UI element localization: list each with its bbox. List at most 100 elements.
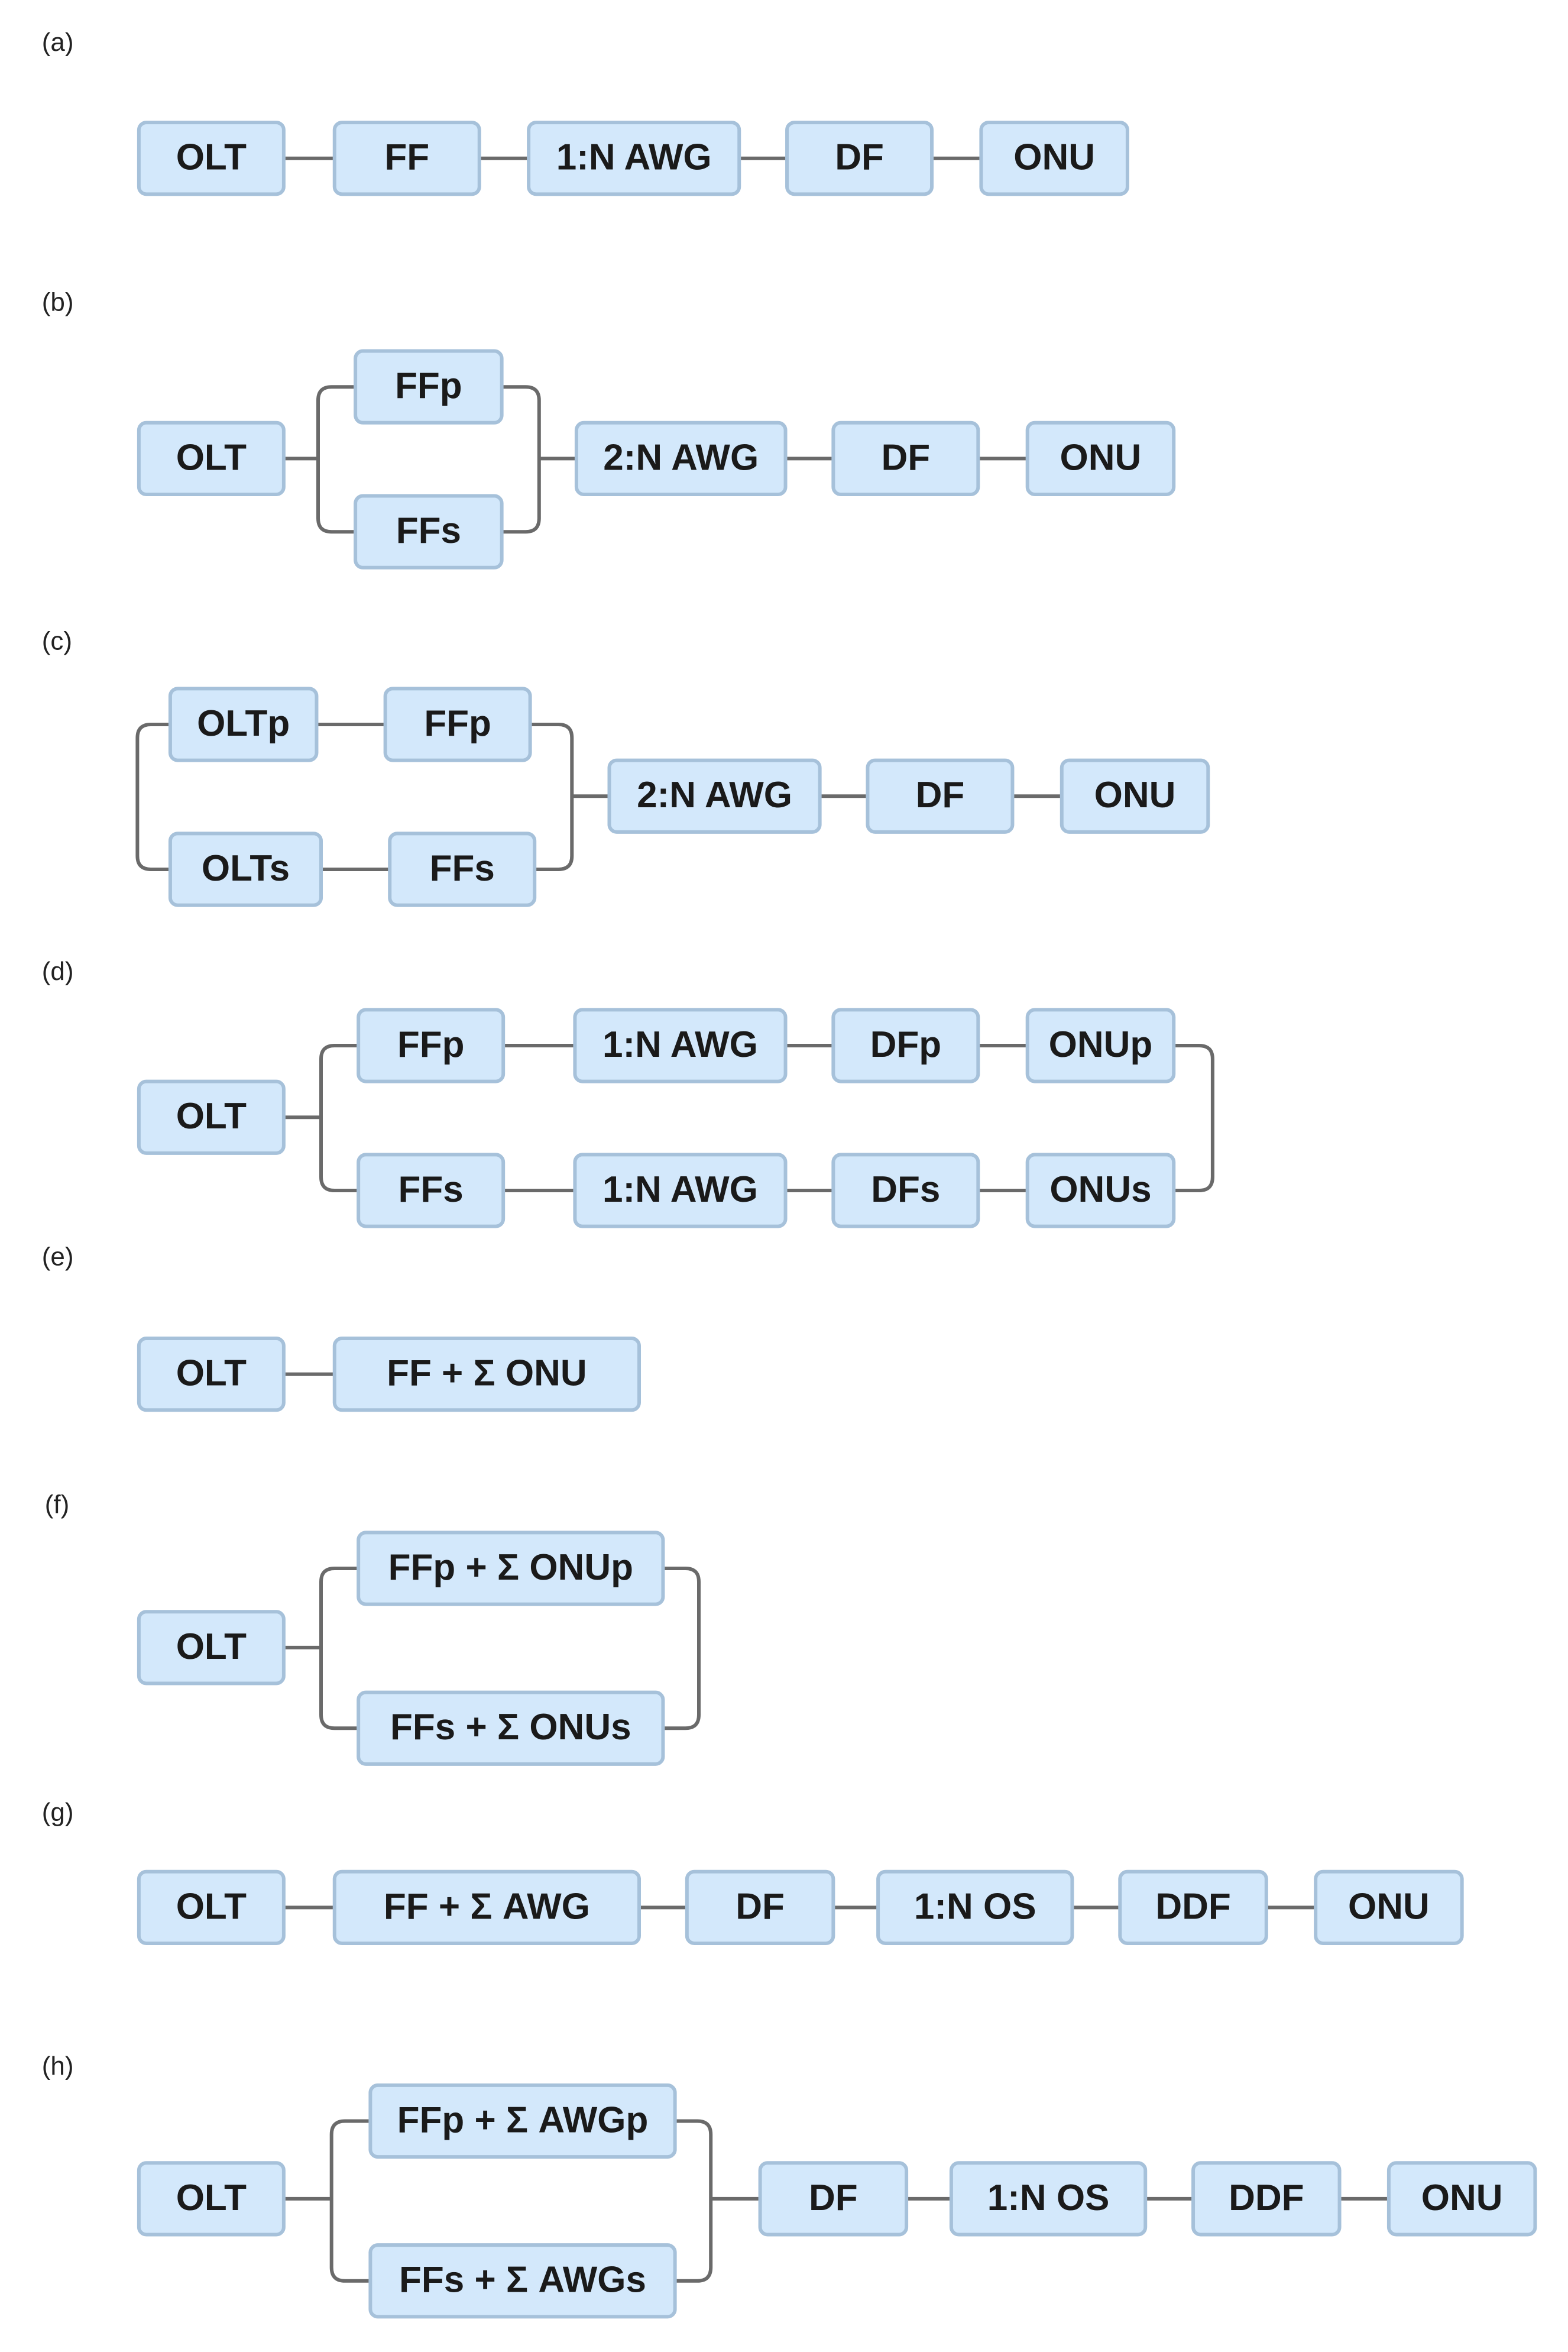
node-box-shape: [354, 494, 504, 570]
node-box: FF + Σ AWG: [332, 1869, 642, 1945]
connector-bracket: [319, 1567, 359, 1730]
node-box: OLT: [137, 121, 286, 196]
node-box-shape: [368, 2083, 677, 2159]
node-label: ONUs: [1049, 1169, 1151, 1210]
node-label: OLT: [176, 1096, 247, 1137]
node-label: OLT: [176, 1626, 247, 1667]
node-label: OLT: [176, 437, 247, 478]
node-label: ONU: [1013, 137, 1095, 178]
panel-g: (g) OLT FF + Σ AWG DF 1:N OS DDF ONU: [42, 1798, 1464, 1945]
node-box: OLTp: [168, 687, 319, 762]
connector-bracket: [501, 385, 541, 534]
connector-bracket: [663, 1567, 701, 1730]
node-box-shape: [758, 2161, 909, 2237]
node-label: ONUp: [1049, 1024, 1153, 1065]
node-box-shape: [354, 349, 504, 425]
connector-bracket: [319, 1044, 359, 1192]
node-label: 1:N AWG: [556, 137, 712, 178]
node-box: ONU: [1386, 2161, 1537, 2237]
node-box-shape: [332, 121, 481, 196]
connector-bracket: [135, 723, 170, 871]
node-box-shape: [137, 1337, 286, 1412]
node-box: FFp + Σ ONUp: [357, 1531, 665, 1606]
node-box: DF: [685, 1869, 835, 1945]
node-box: OLTs: [168, 832, 323, 907]
node-label: DF: [882, 437, 931, 478]
node-box: OLT: [137, 1869, 286, 1945]
node-label: 2:N AWG: [637, 775, 792, 816]
node-box-shape: [527, 121, 741, 196]
node-box-shape: [332, 1869, 642, 1945]
node-label: FF: [384, 137, 429, 178]
connector-bracket: [1174, 1044, 1214, 1192]
panel-label: (g): [42, 1798, 74, 1827]
panel-label: (e): [42, 1242, 74, 1271]
node-box: OLT: [137, 420, 286, 497]
connector-lines: [135, 156, 1389, 2283]
panel-label: (b): [42, 287, 74, 316]
node-box-shape: [685, 1869, 835, 1945]
node-box-shape: [137, 2161, 286, 2237]
node-box-shape: [1025, 1008, 1176, 1083]
node-box: DF: [785, 121, 934, 196]
node-box: 2:N AWG: [607, 758, 822, 834]
node-box-shape: [137, 420, 286, 497]
node-label: FFs + Σ ONUs: [390, 1707, 631, 1748]
node-box: FFs + Σ AWGs: [368, 2243, 677, 2319]
node-box-shape: [357, 1690, 665, 1766]
node-box: DF: [758, 2161, 909, 2237]
node-box: ONUs: [1025, 1153, 1176, 1228]
node-box: FF + Σ ONU: [332, 1337, 642, 1412]
node-label: FFp: [395, 365, 462, 406]
node-box-shape: [831, 420, 980, 497]
node-box-shape: [137, 121, 286, 196]
node-box-shape: [866, 758, 1015, 834]
node-box-shape: [574, 420, 788, 497]
node-label: OLTs: [202, 848, 290, 889]
node-box: OLT: [137, 1610, 286, 1685]
node-box: 1:N AWG: [527, 121, 741, 196]
node-box-shape: [573, 1153, 788, 1228]
node-box: FFp: [357, 1008, 506, 1083]
node-label: FFp: [424, 703, 491, 744]
node-box: 1:N OS: [949, 2161, 1148, 2237]
node-label: ONU: [1348, 1886, 1430, 1927]
node-box-shape: [831, 1008, 980, 1083]
node-label: 1:N OS: [914, 1886, 1036, 1927]
node-box: ONU: [1025, 420, 1176, 497]
node-box-shape: [388, 832, 537, 907]
node-box-shape: [357, 1531, 665, 1606]
node-label: OLTp: [197, 703, 290, 744]
node-box-shape: [137, 1079, 286, 1155]
node-label: ONU: [1421, 2178, 1503, 2218]
node-box-shape: [979, 121, 1129, 196]
node-box: ONU: [1060, 758, 1210, 834]
node-box: DFp: [831, 1008, 980, 1083]
node-box-shape: [1191, 2161, 1342, 2237]
node-box-shape: [1118, 1869, 1268, 1945]
node-label: FF + Σ ONU: [387, 1353, 587, 1394]
node-box-shape: [785, 121, 934, 196]
node-box: ONU: [1314, 1869, 1464, 1945]
node-box-shape: [137, 1869, 286, 1945]
node-label: FFs: [396, 510, 461, 551]
node-box-shape: [1060, 758, 1210, 834]
connector-bracket: [530, 723, 574, 871]
node-box-shape: [607, 758, 822, 834]
node-label: FFs + Σ AWGs: [399, 2260, 646, 2301]
node-label: DDF: [1155, 1886, 1230, 1927]
node-box-shape: [1025, 420, 1176, 497]
node-box: DDF: [1191, 2161, 1342, 2237]
node-label: FF + Σ AWG: [384, 1886, 590, 1927]
node-box: FFs: [357, 1153, 506, 1228]
node-label: 2:N AWG: [603, 437, 759, 478]
node-box: OLT: [137, 1337, 286, 1412]
node-box-shape: [949, 2161, 1148, 2237]
node-box: DF: [866, 758, 1015, 834]
node-label: ONU: [1094, 775, 1176, 816]
